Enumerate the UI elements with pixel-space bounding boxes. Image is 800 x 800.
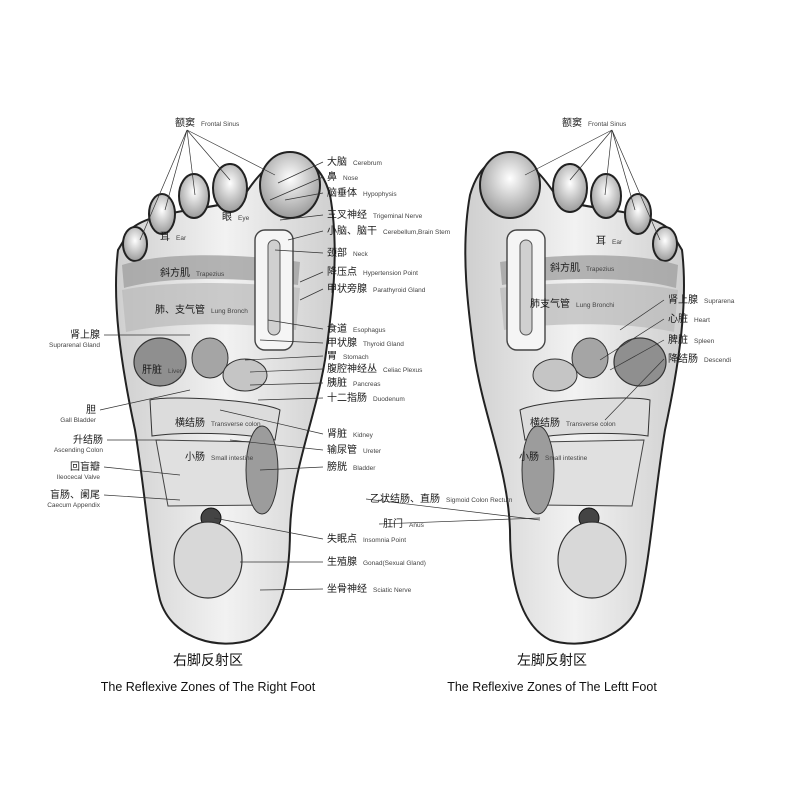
center-hypertension-label-en: Hypertension Point <box>363 270 418 277</box>
center-duodenum-label-en: Duodenum <box>373 396 405 403</box>
center-bladder-label-zh: 膀胱 <box>327 460 347 473</box>
right-suprarenal-label-en: Suprarenal Gland <box>49 342 100 349</box>
center-hypertension-label-zh: 降压点 <box>327 265 357 278</box>
right-transverse-colon-label-zh: 横结肠 <box>175 416 205 429</box>
left-frontal-sinus-label-zh: 额窦 <box>562 116 582 129</box>
right-foot-title-zh: 右脚反射区 <box>173 653 243 669</box>
left-descend-label-zh: 降结肠 <box>668 352 698 365</box>
left-frontal-sinus-label-en: Frontal Sinus <box>588 121 627 128</box>
right-ileocecal-label-zh: 回盲瓣 <box>70 460 100 473</box>
center-sciatic-label-en: Sciatic Nerve <box>373 587 412 594</box>
right-gall-bladder-label-zh: 胆 <box>86 404 96 416</box>
center-ureter-label-en: Ureter <box>363 448 382 455</box>
left-foot-illustration <box>465 152 684 644</box>
center-hypophysis-label-zh: 脑垂体 <box>327 186 357 199</box>
left-transverse-colon-label-zh: 横结肠 <box>530 416 560 429</box>
center-cerebrum-label-zh: 大脑 <box>327 155 347 168</box>
left-foot-title-zh: 左脚反射区 <box>517 653 587 669</box>
left-trapezius-label-en: Trapezius <box>586 266 615 273</box>
center-gonad-label-zh: 生殖腺 <box>327 555 357 568</box>
right-ascending-colon-label-en: Ascending Colon <box>54 447 104 454</box>
left-suprarena-label-zh: 肾上腺 <box>668 293 698 306</box>
center-nose-label-zh: 鼻 <box>327 170 337 183</box>
right-caecum-label-en: Caecum Appendix <box>47 502 101 509</box>
right-eye-label-zh: 眼 <box>222 211 232 223</box>
left-ear-label-en: Ear <box>612 239 623 246</box>
right-foot-illustration <box>116 152 335 644</box>
center-thyroid-label-zh: 甲状腺 <box>327 336 357 349</box>
right-small-intestine-label-en: Small intestine <box>211 455 254 462</box>
left-spleen-label-en: Spleen <box>694 338 715 345</box>
right-frontal-sinus-label-zh: 额窦 <box>175 116 195 129</box>
center-pancreas-label-en: Pancreas <box>353 381 381 388</box>
center-esophagus-label-zh: 食道 <box>327 322 347 335</box>
center-sigmoid-label-zh: 乙状结肠、直肠 <box>370 492 440 505</box>
right-ascending-colon-label-zh: 升结肠 <box>73 433 103 446</box>
center-gonad-label-en: Gonad(Sexual Gland) <box>363 560 426 567</box>
right-eye-label-en: Eye <box>238 215 250 222</box>
center-nose-label-en: Nose <box>343 175 359 182</box>
center-pancreas-label-zh: 胰脏 <box>327 376 347 389</box>
center-stomach-label-zh: 胃 <box>327 350 337 362</box>
left-trapezius-label-zh: 斜方肌 <box>550 261 580 274</box>
right-small-intestine-label-zh: 小肠 <box>185 451 205 463</box>
right-lung-bronch-label-en: Lung Bronch <box>211 308 248 315</box>
center-neck-label-en: Neck <box>353 251 369 258</box>
right-liver-label-zh: 肝脏 <box>142 363 162 376</box>
center-sigmoid-label-en: Sigmoid Colon Rectum <box>446 497 512 504</box>
center-parathyroid-label-en: Parathyroid Gland <box>373 287 426 294</box>
right-foot-title-en: The Reflexive Zones of The Right Foot <box>101 680 316 694</box>
right-ileocecal-label-en: Ileocecal Valve <box>57 474 101 481</box>
center-ureter-label-zh: 输尿管 <box>327 443 357 456</box>
center-thyroid-label-en: Thyroid Gland <box>363 341 404 348</box>
left-heart-label-en: Heart <box>694 317 710 324</box>
left-small-intestine-label-en: Small intestine <box>545 455 588 462</box>
center-bladder-label-en: Bladder <box>353 465 376 472</box>
center-hypophysis-label-en: Hypophysis <box>363 191 397 198</box>
center-anus-label-zh: 肛门 <box>383 517 403 530</box>
left-spleen-label-zh: 脾脏 <box>668 333 688 346</box>
left-small-intestine-label-zh: 小肠 <box>519 451 539 463</box>
right-suprarenal-label-zh: 肾上腺 <box>70 328 100 341</box>
center-sciatic-label-zh: 坐骨神经 <box>327 582 367 595</box>
right-lung-bronch-label-zh: 肺、支气管 <box>155 303 205 316</box>
center-insomnia-label-en: Insomnia Point <box>363 537 406 544</box>
left-transverse-colon-label-en: Transverse colon <box>566 421 616 428</box>
center-insomnia-label-zh: 失眠点 <box>327 532 357 545</box>
center-anus-label-en: Anus <box>409 522 425 529</box>
center-stomach-label-en: Stomach <box>343 354 369 361</box>
right-trapezius-label-en: Trapezius <box>196 271 225 278</box>
right-ear-label-zh: 耳 <box>160 231 170 243</box>
center-celiac-label-zh: 腹腔神经丛 <box>327 362 377 375</box>
center-kidney-label-zh: 肾脏 <box>327 427 347 440</box>
left-ear-label-zh: 耳 <box>596 235 606 247</box>
right-frontal-sinus-label-en: Frontal Sinus <box>201 121 240 128</box>
right-gall-bladder-label-en: Gall Bladder <box>60 417 97 424</box>
left-lung-bronch-label-en: Lung Bronchi <box>576 302 614 309</box>
left-suprarena-label-en: Suprarena <box>704 298 735 305</box>
center-celiac-label-en: Celiac Plexus <box>383 367 423 374</box>
center-esophagus-label-en: Esophagus <box>353 327 386 334</box>
right-trapezius-label-zh: 斜方肌 <box>160 266 190 279</box>
center-neck-label-zh: 颈部 <box>327 246 347 259</box>
right-ear-label-en: Ear <box>176 235 187 242</box>
center-parathyroid-label-zh: 甲状旁腺 <box>327 282 367 295</box>
center-duodenum-label-zh: 十二指肠 <box>327 391 367 404</box>
left-foot-title-en: The Reflexive Zones of The Leftt Foot <box>447 680 657 694</box>
center-kidney-label-en: Kidney <box>353 432 374 439</box>
center-cerebellum-label-en: Cerebellum,Brain Stem <box>383 229 450 236</box>
right-transverse-colon-label-en: Transverse colon <box>211 421 261 428</box>
center-trigeminal-label-zh: 三叉神经 <box>327 208 367 221</box>
center-cerebellum-label-zh: 小脑、脑干 <box>327 224 377 237</box>
center-trigeminal-label-en: Trigeminal Nerve <box>373 213 423 220</box>
left-heart-label-zh: 心脏 <box>668 312 688 325</box>
center-cerebrum-label-en: Cerebrum <box>353 160 382 167</box>
right-liver-label-en: Liver <box>168 368 183 375</box>
left-descend-label-en: Descendi <box>704 357 731 364</box>
right-caecum-label-zh: 盲肠、阑尾 <box>50 488 100 501</box>
left-lung-bronch-label-zh: 肺支气管 <box>530 297 570 310</box>
